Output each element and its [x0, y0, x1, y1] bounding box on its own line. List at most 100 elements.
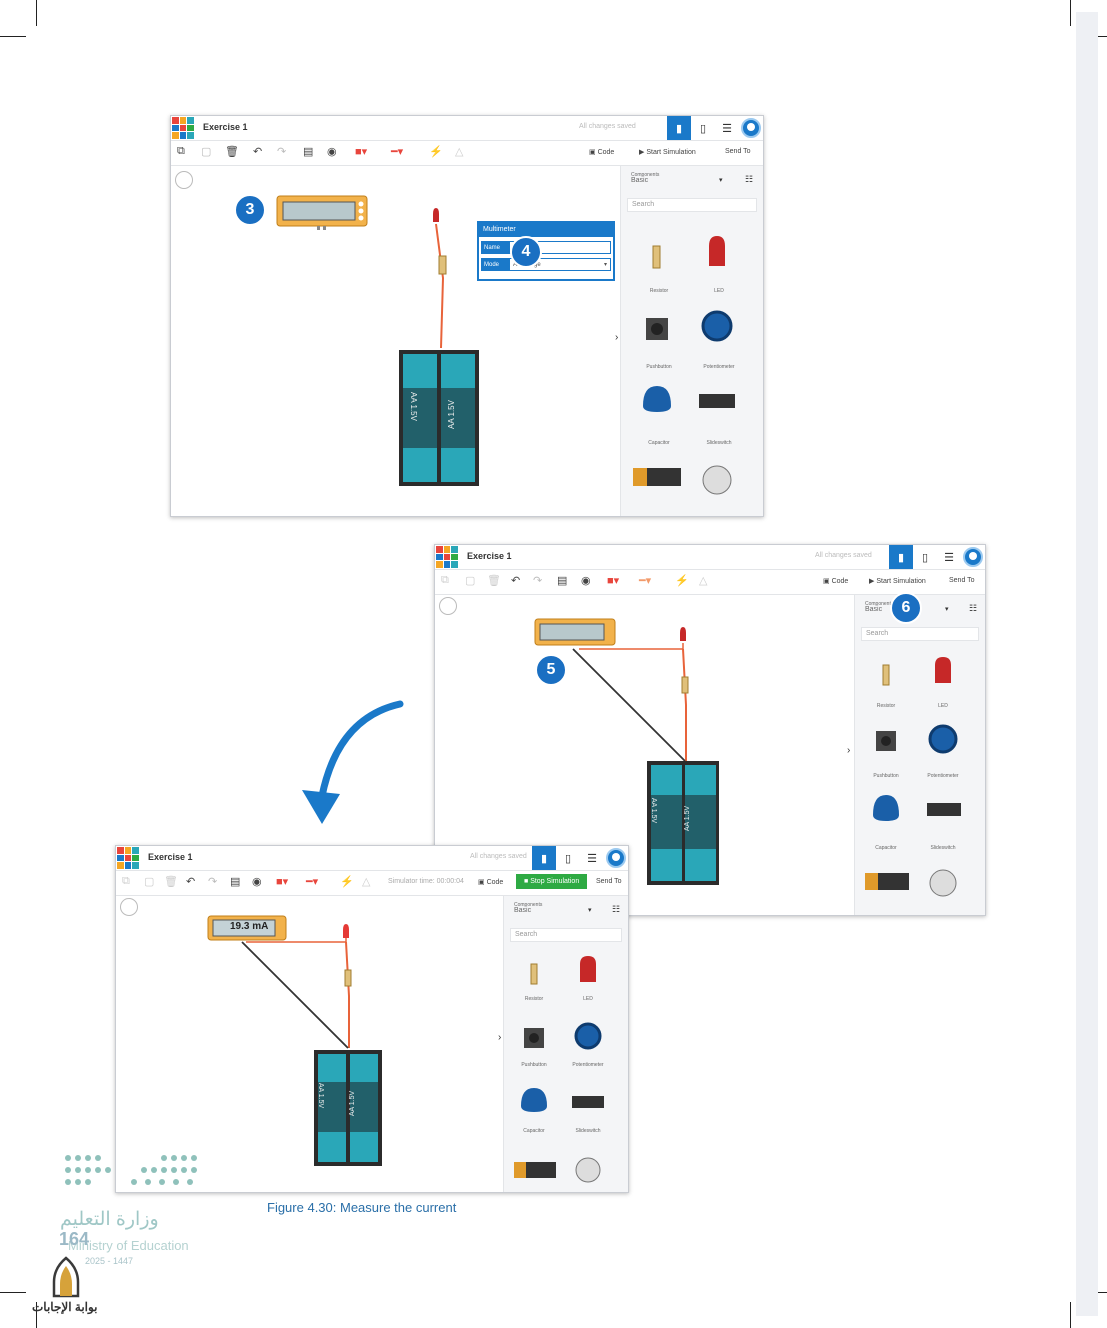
flip-icon[interactable]: ⚡ [429, 146, 443, 158]
send-to-button[interactable]: Send To [596, 878, 622, 885]
collapse-panel-icon[interactable]: › [498, 1032, 502, 1043]
view-icon[interactable]: ◉ [327, 146, 337, 158]
undo-icon[interactable]: ↶ [186, 876, 196, 888]
stop-simulation-label: Stop Simulation [530, 878, 580, 885]
multimeter-reading: 19.3 mA [230, 921, 269, 932]
crop-mark [0, 36, 26, 37]
schematic-view-icon[interactable]: ▯ [564, 852, 572, 865]
toolbar: ⧉ ▢ 🗑 ↶ ↷ ▤ ◉ ■▾ ━▾ ⚡ △ ▣ Code ▶ Start S… [171, 141, 763, 166]
code-button[interactable]: ▣ Code [823, 578, 849, 585]
fit-view-icon[interactable] [439, 597, 457, 615]
delete-icon[interactable]: 🗑 [487, 575, 501, 587]
search-input[interactable]: Search [510, 928, 622, 942]
fit-view-icon[interactable] [175, 171, 193, 189]
send-to-button[interactable]: Send To [949, 577, 975, 584]
chevron-down-icon[interactable]: ▾ [945, 606, 949, 613]
mirror-icon[interactable]: △ [699, 575, 708, 587]
notes-icon[interactable]: ▤ [303, 146, 314, 158]
circuit-view-icon[interactable]: ▮ [667, 116, 691, 140]
chevron-down-icon[interactable]: ▾ [588, 907, 592, 914]
avatar[interactable] [606, 848, 626, 868]
list-view-icon[interactable]: ☷ [612, 904, 621, 914]
copy-icon[interactable]: ⧉ [441, 574, 449, 586]
collapse-panel-icon[interactable]: › [615, 332, 619, 343]
view-icon[interactable]: ◉ [581, 575, 591, 587]
battery-label: AA 1.5V [317, 1082, 325, 1109]
component-list-icon[interactable]: ☰ [944, 551, 954, 564]
start-simulation-button[interactable]: ▶ Start Simulation [639, 149, 696, 156]
circuit-view-icon[interactable]: ▮ [532, 846, 556, 870]
list-view-icon[interactable]: ☷ [745, 174, 754, 184]
notes-icon[interactable]: ▤ [230, 876, 241, 888]
circuit-drawing [207, 915, 382, 1166]
copy-icon[interactable]: ⧉ [122, 875, 130, 887]
list-view-icon[interactable]: ☷ [969, 603, 978, 613]
delete-icon[interactable]: 🗑 [225, 146, 239, 158]
start-simulation-button[interactable]: ▶ Start Simulation [869, 578, 926, 585]
avatar[interactable] [963, 547, 983, 567]
flip-icon[interactable]: ⚡ [675, 575, 689, 587]
collapse-panel-icon[interactable]: › [847, 745, 851, 756]
fit-view-icon[interactable] [120, 898, 138, 916]
window-title: Exercise 1 [467, 551, 512, 561]
wire-type-icon[interactable]: ━▾ [306, 876, 319, 888]
crop-mark [36, 1302, 37, 1328]
wire [241, 941, 349, 1049]
undo-icon[interactable]: ↶ [511, 575, 521, 587]
color-picker-icon[interactable]: ■▾ [607, 575, 620, 587]
color-picker-icon[interactable]: ■▾ [355, 146, 368, 158]
resistor [344, 969, 352, 987]
stop-simulation-button[interactable]: ■ Stop Simulation [516, 874, 588, 889]
wire-type-icon[interactable]: ━▾ [639, 575, 652, 587]
mirror-icon[interactable]: △ [455, 146, 464, 158]
component-label-capacitor: Capacitor [523, 1128, 545, 1134]
component-list-icon[interactable]: ☰ [722, 122, 732, 135]
figure-caption: Figure 4.30: Measure the current [267, 1200, 457, 1215]
schematic-view-icon[interactable]: ▯ [921, 551, 929, 564]
component-label-potentiometer: Potentiometer [703, 364, 735, 370]
flip-icon[interactable]: ⚡ [340, 876, 354, 888]
redo-icon[interactable]: ↷ [533, 575, 543, 587]
step-badge-6: 6 [890, 592, 922, 624]
components-label: Components [865, 601, 894, 607]
color-picker-icon[interactable]: ■▾ [276, 876, 289, 888]
circuit-canvas[interactable]: AA 1.5V AA 1.5V › [435, 595, 853, 915]
component-list-icon[interactable]: ☰ [587, 852, 597, 865]
mirror-icon[interactable]: △ [362, 876, 371, 888]
circuit-view-icon[interactable]: ▮ [889, 545, 913, 569]
component-label-pushbutton: Pushbutton [646, 364, 672, 370]
code-button[interactable]: ▣ Code [589, 149, 615, 156]
code-button[interactable]: ▣ Code [478, 879, 504, 886]
delete-icon[interactable]: 🗑 [164, 876, 178, 888]
circuit-canvas[interactable]: AA 1.5V AA 1.5V Multimeter Name1 ModeAmp… [171, 166, 621, 516]
multimeter-properties-dialog: Multimeter Name1 ModeAmperage▾ [477, 221, 615, 281]
component-label-led: LED [583, 996, 593, 1002]
copy-icon[interactable]: ⧉ [177, 145, 185, 157]
notes-icon[interactable]: ▤ [557, 575, 568, 587]
component-label-capacitor: Capacitor [648, 440, 670, 446]
watermark-text: بوابة الإجابات [32, 1300, 98, 1314]
search-input[interactable]: Search [861, 627, 979, 641]
view-icon[interactable]: ◉ [252, 876, 262, 888]
coin-cell-icon [702, 465, 732, 495]
avatar[interactable] [741, 118, 761, 138]
send-to-button[interactable]: Send To [725, 148, 751, 155]
component-label-led: LED [714, 288, 724, 294]
resistor-icon [530, 963, 538, 985]
schematic-view-icon[interactable]: ▯ [699, 122, 707, 135]
components-value: Basic [514, 907, 532, 914]
wire-type-icon[interactable]: ━▾ [391, 146, 404, 158]
redo-icon[interactable]: ↷ [277, 146, 287, 158]
circuit-canvas[interactable]: 19.3 mA AA 1.5V AA 1.5V › [116, 896, 502, 1192]
paste-icon[interactable]: ▢ [201, 146, 212, 158]
component-label-resistor: Resistor [649, 288, 669, 294]
chevron-down-icon[interactable]: ▾ [719, 177, 723, 184]
search-input[interactable]: Search [627, 198, 757, 212]
paste-icon[interactable]: ▢ [144, 876, 155, 888]
undo-icon[interactable]: ↶ [253, 146, 263, 158]
redo-icon[interactable]: ↷ [208, 876, 218, 888]
paste-icon[interactable]: ▢ [465, 575, 476, 587]
